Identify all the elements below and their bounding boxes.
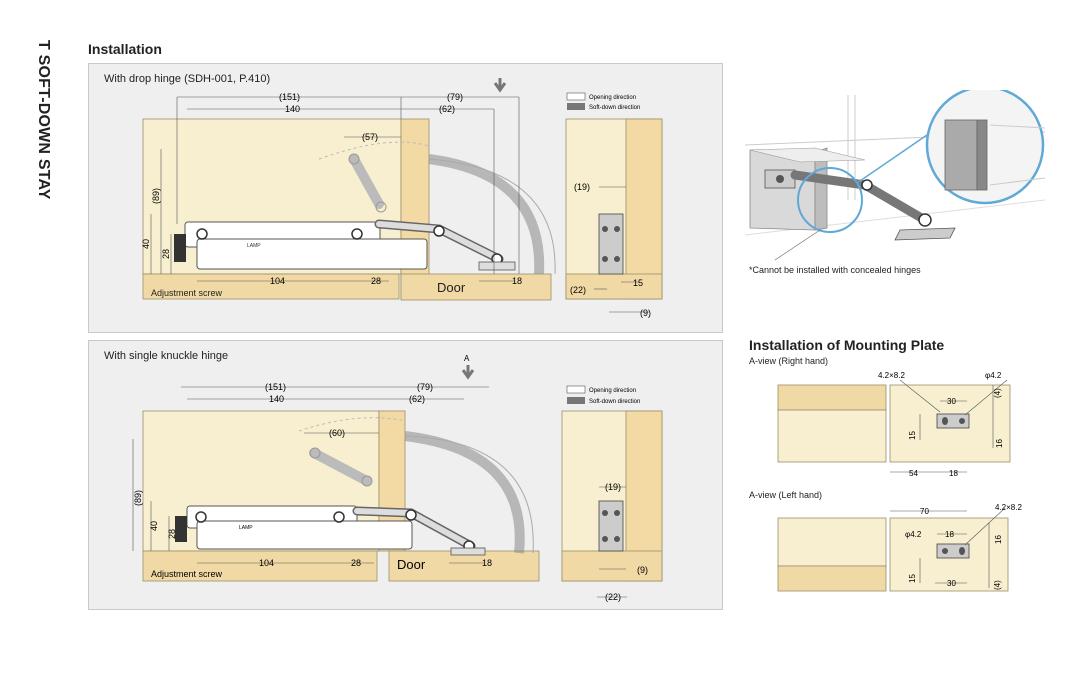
mounting-left-diagram: 70 4.2×8.2 φ4.2 18 16 15 30 (4)	[777, 503, 1022, 592]
installed-stay-illustration	[745, 90, 1046, 261]
svg-text:30: 30	[947, 397, 956, 406]
svg-text:(57): (57)	[362, 132, 378, 142]
svg-text:A: A	[464, 354, 470, 363]
svg-text:(79): (79)	[417, 382, 433, 392]
svg-text:Soft-down direction: Soft-down direction	[589, 399, 640, 405]
svg-text:Door: Door	[437, 280, 466, 295]
svg-text:(62): (62)	[409, 394, 425, 404]
svg-text:φ4.2: φ4.2	[905, 530, 922, 539]
mounting-heading: Installation of Mounting Plate	[749, 337, 945, 353]
svg-text:Opening direction: Opening direction	[589, 95, 636, 101]
svg-text:40: 40	[149, 521, 159, 531]
svg-text:(79): (79)	[447, 92, 463, 102]
svg-text:(151): (151)	[265, 382, 286, 392]
svg-text:(9): (9)	[637, 565, 648, 575]
side-title: T SOFT-DOWN STAY	[35, 40, 52, 200]
svg-text:(62): (62)	[439, 104, 455, 114]
svg-text:(60): (60)	[329, 428, 345, 438]
svg-text:(19): (19)	[605, 482, 621, 492]
svg-text:Adjustment screw: Adjustment screw	[151, 569, 223, 579]
svg-text:28: 28	[167, 529, 177, 539]
svg-text:Door: Door	[397, 557, 426, 572]
left-hand-label: A-view (Left hand)	[749, 490, 823, 500]
svg-text:28: 28	[161, 249, 171, 259]
svg-text:28: 28	[351, 558, 361, 568]
svg-text:18: 18	[945, 530, 954, 539]
panel-title: With single knuckle hinge	[104, 350, 229, 362]
panel-drop-hinge: With drop hinge (SDH-001, P.410) LAMP D	[88, 63, 723, 333]
svg-text:54: 54	[909, 469, 918, 478]
svg-text:Soft-down direction: Soft-down direction	[589, 105, 640, 111]
svg-text:15: 15	[908, 574, 917, 583]
svg-text:16: 16	[994, 535, 1003, 544]
svg-text:4.2×8.2: 4.2×8.2	[995, 503, 1022, 512]
svg-text:18: 18	[949, 469, 958, 478]
concealed-hinge-note: *Cannot be installed with concealed hing…	[749, 265, 921, 275]
right-hand-label: A-view (Right hand)	[749, 356, 829, 366]
svg-text:(19): (19)	[574, 182, 590, 192]
svg-text:15: 15	[633, 278, 643, 288]
installation-heading: Installation	[88, 41, 162, 57]
mounting-right-diagram: 4.2×8.2 φ4.2 30 (4) 15 16 54 18	[777, 371, 1011, 478]
svg-text:(151): (151)	[279, 92, 300, 102]
svg-text:Opening direction: Opening direction	[589, 388, 636, 394]
svg-text:104: 104	[259, 558, 274, 568]
svg-text:φ4.2: φ4.2	[985, 371, 1002, 380]
panel-knuckle-hinge: With single knuckle hinge LAMP Door Adju…	[88, 340, 723, 610]
svg-text:4.2×8.2: 4.2×8.2	[878, 371, 905, 380]
svg-text:16: 16	[995, 439, 1004, 448]
svg-text:(22): (22)	[605, 592, 621, 602]
svg-text:LAMP: LAMP	[247, 243, 261, 249]
svg-text:70: 70	[920, 507, 929, 516]
svg-text:Adjustment screw: Adjustment screw	[151, 288, 223, 298]
svg-text:40: 40	[141, 239, 151, 249]
svg-text:(4): (4)	[993, 580, 1002, 590]
svg-text:(89): (89)	[133, 490, 143, 506]
svg-text:(4): (4)	[993, 388, 1002, 398]
svg-text:(89): (89)	[151, 188, 161, 204]
svg-text:LAMP: LAMP	[239, 525, 253, 531]
svg-text:(9): (9)	[640, 308, 651, 318]
svg-text:140: 140	[285, 104, 300, 114]
svg-text:104: 104	[270, 276, 285, 286]
drop-hinge-diagram: LAMP Door Adjustment screw (151) 140 (79…	[141, 78, 663, 318]
svg-text:28: 28	[371, 276, 381, 286]
svg-text:15: 15	[908, 431, 917, 440]
panel-title: With drop hinge (SDH-001, P.410)	[104, 73, 271, 85]
knuckle-hinge-diagram: LAMP Door Adjustment screw (151) 140 (79…	[132, 354, 663, 602]
svg-text:18: 18	[482, 558, 492, 568]
svg-text:18: 18	[512, 276, 522, 286]
svg-text:30: 30	[947, 579, 956, 588]
svg-text:(22): (22)	[570, 285, 586, 295]
svg-text:140: 140	[269, 394, 284, 404]
